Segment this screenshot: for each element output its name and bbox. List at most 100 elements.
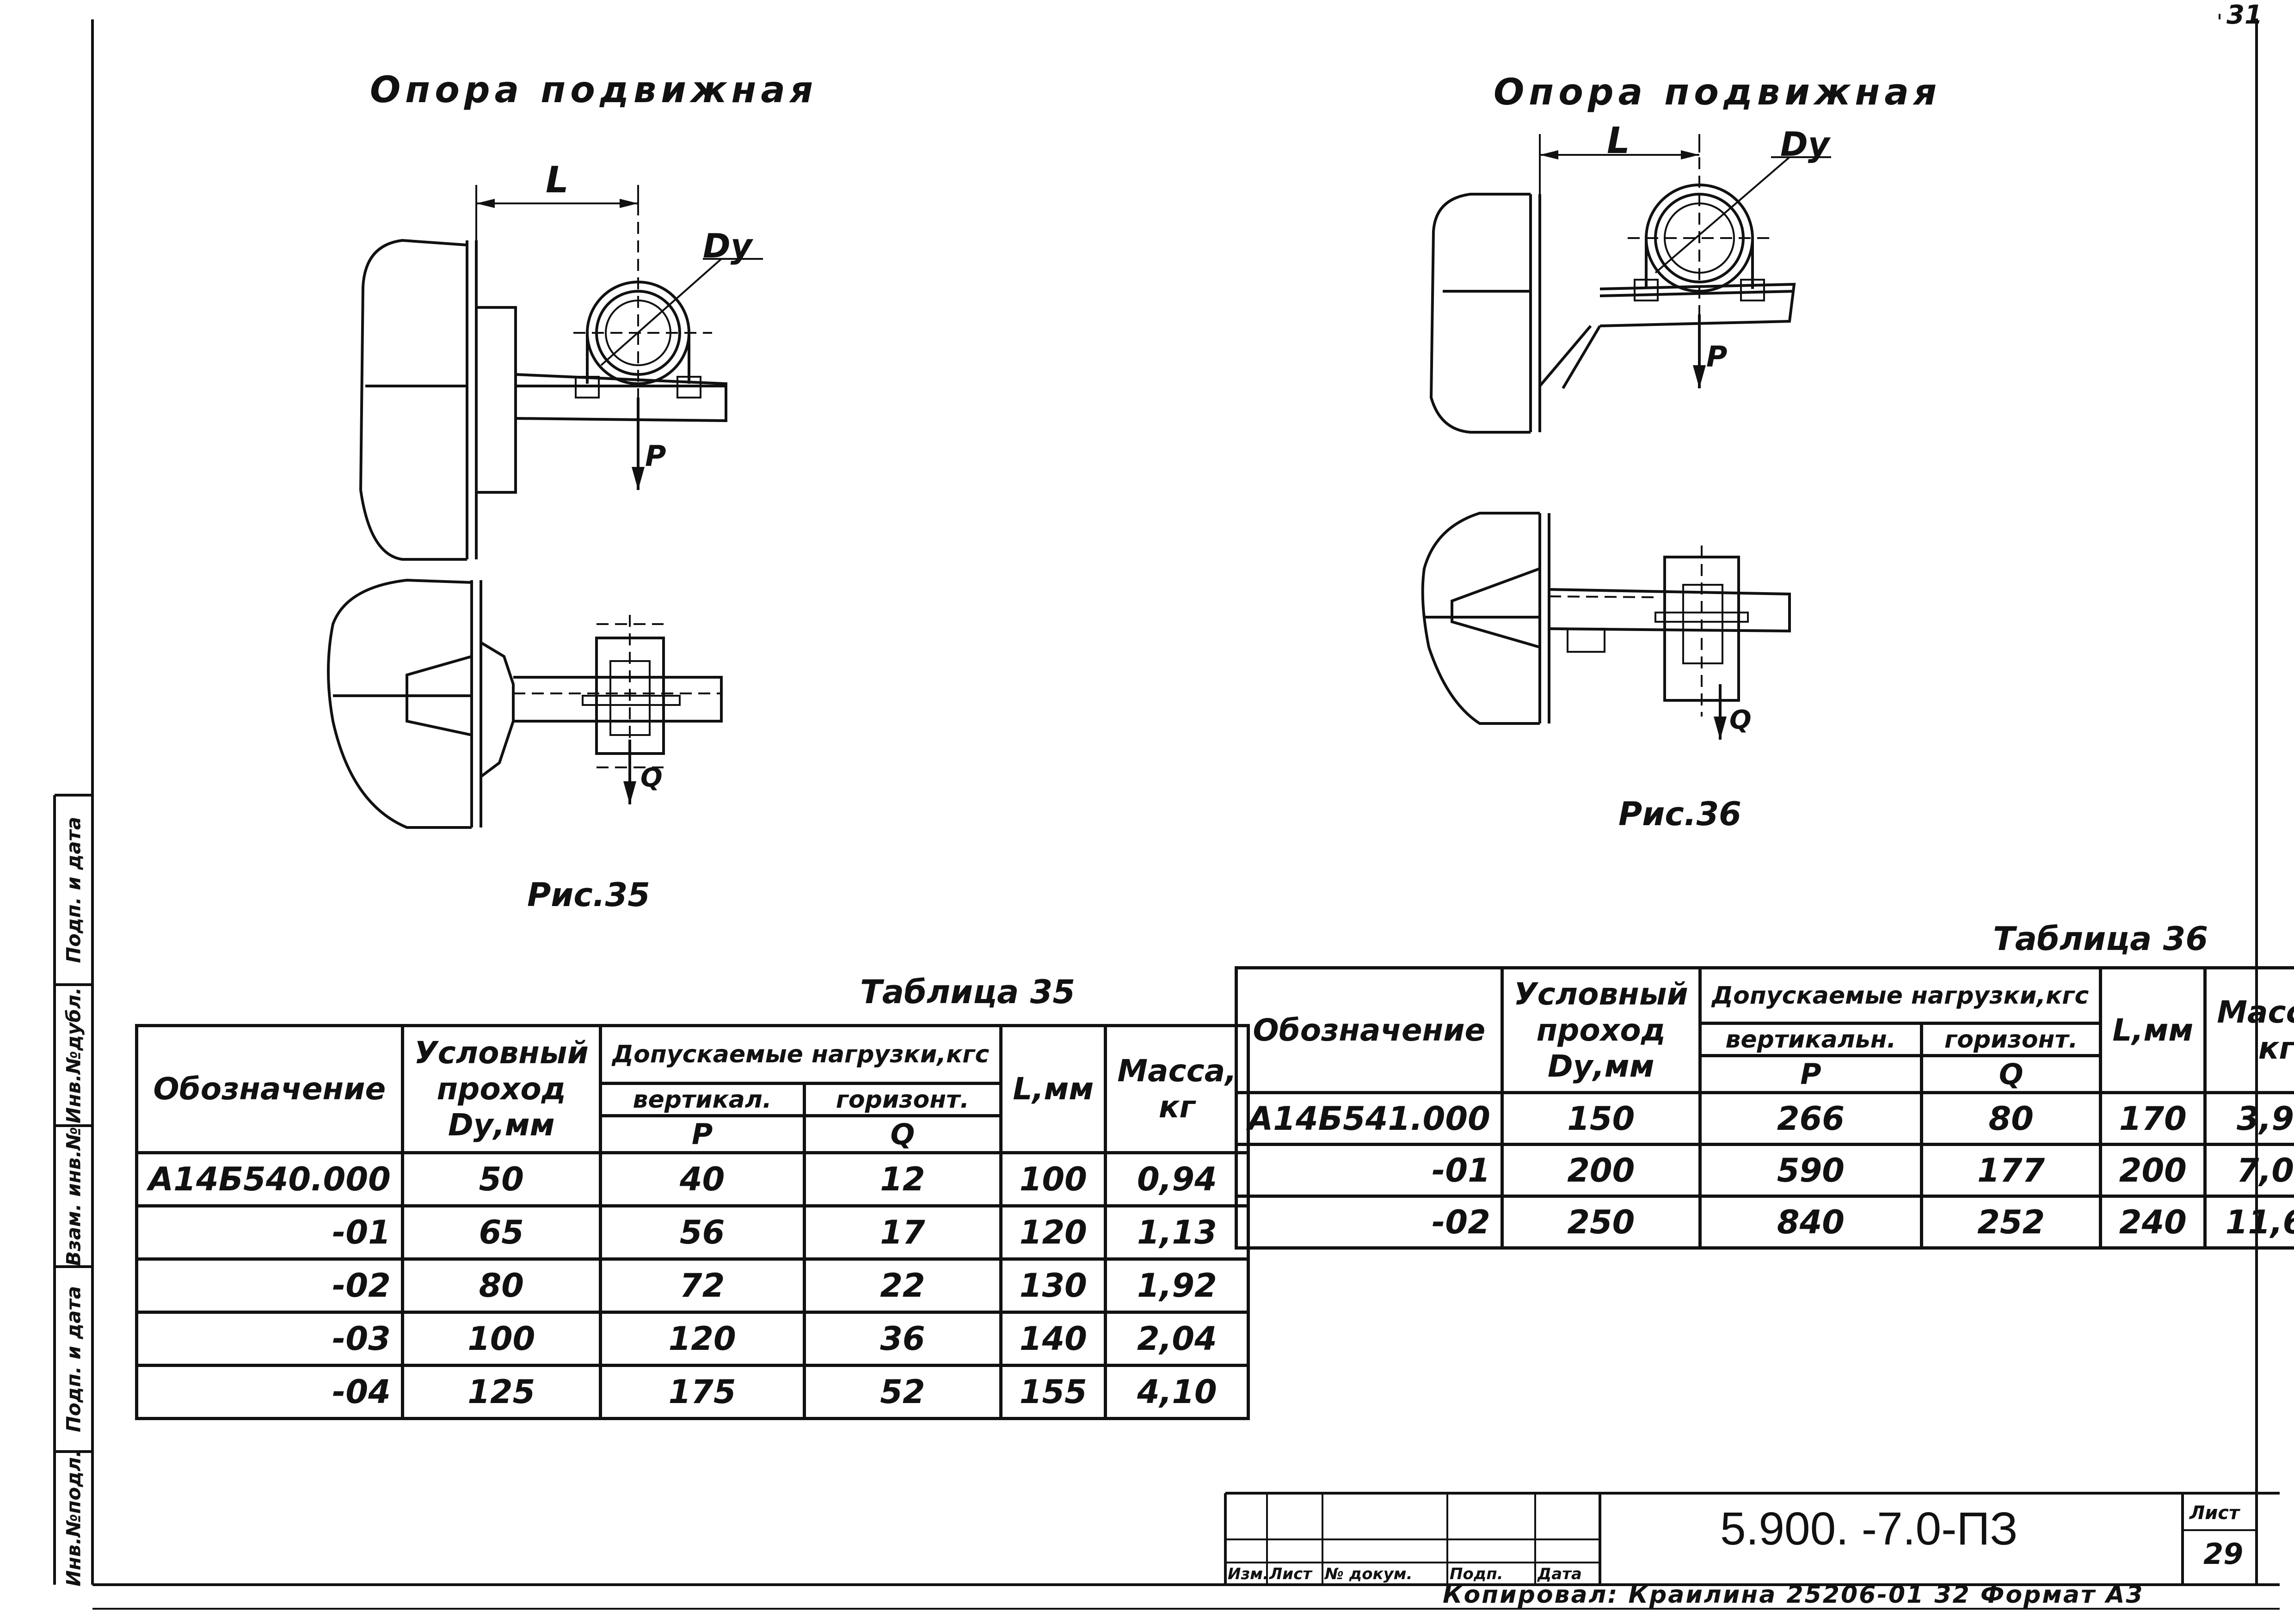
table35-cell-des: A14Б540.000 <box>135 1151 404 1207</box>
table35-cell-l: 140 <box>999 1311 1107 1367</box>
table35-cell-p: 120 <box>598 1311 806 1367</box>
table-row: A14Б541.000 150 266 80 170 3,93 <box>1235 1091 2294 1146</box>
table36-header-P: P <box>1698 1054 1924 1094</box>
fig35-front-view <box>359 185 763 561</box>
table35-cell-q: 17 <box>802 1204 1003 1261</box>
fig36-plan-view <box>1421 512 1791 740</box>
table36-cell-dy: 150 <box>1500 1091 1702 1146</box>
table35-cell-m: 4,10 <box>1104 1364 1250 1420</box>
table36: Обозначение Условный проход Dу,мм Допуск… <box>1235 966 2294 1250</box>
table-row: -03 100 120 36 140 2,04 <box>135 1311 1250 1367</box>
table35-cell-l: 130 <box>999 1257 1107 1314</box>
table35-header-L: L,мм <box>999 1024 1107 1154</box>
table36-header-loads: Допускаемые нагрузки,кгс <box>1698 966 2103 1025</box>
fig35-plan-view <box>327 578 723 829</box>
table35: Обозначение Условный проход Dу,мм Допуск… <box>135 1024 1250 1420</box>
margin-stamp-vzam-inv: Взам. инв.№ <box>62 1127 85 1266</box>
table-row: -04 125 175 52 155 4,10 <box>135 1364 1250 1420</box>
fig35-caption: Рис.35 <box>527 876 650 914</box>
table36-cell-m: 3,93 <box>2203 1091 2294 1146</box>
table35-header-vertical: вертикал. <box>598 1082 806 1117</box>
table35-cell-dy: 65 <box>400 1204 602 1261</box>
table-row: -02 250 840 252 240 11,60 <box>1235 1195 2294 1250</box>
table36-header-mass: Масса, кг <box>2203 966 2294 1094</box>
margin-stamp-inv-dubl: Инв.№дубл. <box>62 987 85 1124</box>
table35-header-loads: Допускаемые нагрузки,кгс <box>598 1024 1003 1085</box>
sheet-number: 29 <box>2203 1537 2244 1571</box>
margin-stamp-podp-data-2: Подп. и дата <box>62 816 85 963</box>
table36-cell-p: 840 <box>1698 1195 1924 1250</box>
table36-cell-l: 200 <box>2099 1143 2207 1198</box>
fig35-dim-Dy: Dу <box>703 227 752 265</box>
table35-header-Q: Q <box>802 1114 1003 1154</box>
sheet-label: Лист <box>2189 1502 2240 1524</box>
table35-cell-m: 1,13 <box>1104 1204 1250 1261</box>
table35-title: Таблица 35 <box>860 973 1076 1011</box>
table35-cell-q: 52 <box>802 1364 1003 1420</box>
margin-stamp-inv-podl: Инв.№подл. <box>62 1450 85 1587</box>
table36-header-designation: Обозначение <box>1235 966 1504 1094</box>
table35-cell-l: 155 <box>999 1364 1107 1420</box>
table36-cell-des: -01 <box>1235 1143 1504 1198</box>
table35-header-nominal-bore: Условный проход Dу,мм <box>400 1024 602 1154</box>
fig36-force-P: P <box>1706 340 1728 374</box>
table35-cell-m: 1,92 <box>1104 1257 1250 1314</box>
table35-cell-dy: 50 <box>400 1151 602 1207</box>
fig36-dim-Dy: Dу <box>1780 125 1830 164</box>
corner-sheet-number: 31 <box>2226 0 2263 30</box>
table36-cell-q: 80 <box>1920 1091 2103 1146</box>
table36-header-vertical: вертикальн. <box>1698 1022 1924 1057</box>
fig35-dim-L: L <box>546 159 569 201</box>
table36-cell-l: 170 <box>2099 1091 2207 1146</box>
table35-cell-des: -03 <box>135 1311 404 1367</box>
table35-header-horizontal: горизонт. <box>802 1082 1003 1117</box>
table35-cell-des: -01 <box>135 1204 404 1261</box>
sheet-frame <box>91 14 2280 1610</box>
document-code: 5.900. -7.0-ПЗ <box>1720 1503 2018 1555</box>
table35-cell-des: -02 <box>135 1257 404 1314</box>
table35-cell-dy: 80 <box>400 1257 602 1314</box>
fig36-caption: Рис.36 <box>1618 795 1741 833</box>
table36-cell-m: 11,60 <box>2203 1195 2294 1250</box>
table36-cell-l: 240 <box>2099 1195 2207 1250</box>
title-block-grid <box>1224 1492 2280 1585</box>
title-col-podp: Подп. <box>1450 1565 1503 1583</box>
table35-cell-p: 40 <box>598 1151 806 1207</box>
table35-cell-p: 72 <box>598 1257 806 1314</box>
table35-cell-q: 36 <box>802 1311 1003 1367</box>
table36-header-Q: Q <box>1920 1054 2103 1094</box>
table36-header-nominal-bore: Условный проход Dу,мм <box>1500 966 1702 1094</box>
table35-cell-q: 22 <box>802 1257 1003 1314</box>
title-col-doc: № докум. <box>1325 1565 1413 1583</box>
table36-cell-dy: 200 <box>1500 1143 1702 1198</box>
table-row: -01 65 56 17 120 1,13 <box>135 1204 1250 1261</box>
table36-cell-p: 590 <box>1698 1143 1924 1198</box>
table36-cell-q: 177 <box>1920 1143 2103 1198</box>
title-col-data: Дата <box>1538 1565 1582 1583</box>
table36-cell-dy: 250 <box>1500 1195 1702 1250</box>
fig36-force-Q: Q <box>1729 705 1752 735</box>
table35-header-mass: Масса, кг <box>1104 1024 1250 1154</box>
table35-cell-m: 2,04 <box>1104 1311 1250 1367</box>
fig36-title: Опора подвижная <box>1494 72 1942 113</box>
fig36-dim-L: L <box>1607 120 1630 162</box>
fig35-force-Q: Q <box>640 763 663 793</box>
table35-header-designation: Обозначение <box>135 1024 404 1154</box>
table36-header-horizontal: горизонт. <box>1920 1022 2103 1057</box>
table35-cell-p: 56 <box>598 1204 806 1261</box>
table35-cell-dy: 125 <box>400 1364 602 1420</box>
table35-cell-dy: 100 <box>400 1311 602 1367</box>
title-col-list: Лист <box>1269 1565 1312 1583</box>
margin-stamp-podp-data-1: Подп. и дата <box>62 1286 85 1433</box>
table36-cell-p: 266 <box>1698 1091 1924 1146</box>
table36-header-L: L,мм <box>2099 966 2207 1094</box>
table35-cell-l: 120 <box>999 1204 1107 1261</box>
table-row: -01 200 590 177 200 7,00 <box>1235 1143 2294 1198</box>
table-row: -02 80 72 22 130 1,92 <box>135 1257 1250 1314</box>
table-row: A14Б540.000 50 40 12 100 0,94 <box>135 1151 1250 1207</box>
table35-cell-p: 175 <box>598 1364 806 1420</box>
table36-title: Таблица 36 <box>1993 920 2208 958</box>
fig35-force-P: P <box>645 439 666 473</box>
table35-cell-des: -04 <box>135 1364 404 1420</box>
